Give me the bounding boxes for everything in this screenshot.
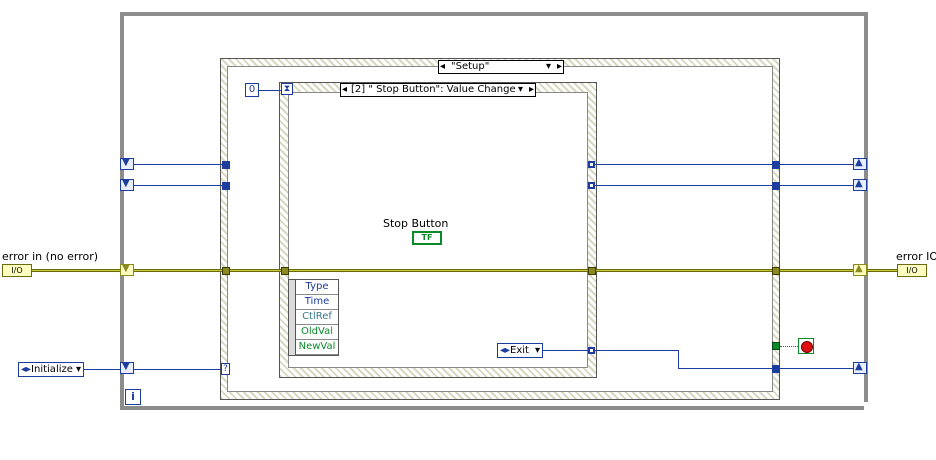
chevron-down-icon: ▼ <box>122 157 130 168</box>
shift-register-right-2[interactable]: ▲ <box>853 178 867 191</box>
event-data-item-ctlref[interactable]: CtlRef <box>296 310 338 325</box>
enum-arrows-icon: ◂▸ <box>21 364 32 375</box>
stop-boolean-tunnel[interactable] <box>772 342 780 350</box>
dropdown-arrow-icon[interactable]: ▾ <box>534 345 540 356</box>
shift-register-left-state[interactable]: ▼ <box>120 361 134 374</box>
initialize-enum-constant[interactable]: ◂▸Initialize ▾ <box>18 362 84 377</box>
decrement-arrow-icon[interactable]: ◂ <box>342 84 348 95</box>
chevron-down-icon: ▼ <box>122 178 130 189</box>
exit-wire-2 <box>595 350 679 351</box>
exit-wire-4 <box>678 368 853 369</box>
event-tunnel-right-2[interactable] <box>588 182 595 189</box>
chevron-down-icon: ▼ <box>122 361 130 372</box>
while-loop-gap <box>864 402 872 412</box>
event-selector[interactable]: ◂ [2] " Stop Button": Value Change ▾ ▸ <box>340 83 536 97</box>
case-tunnel-left-1[interactable] <box>222 161 230 169</box>
event-tunnel-error-left[interactable] <box>281 267 289 275</box>
timeout-wire <box>259 90 281 91</box>
stop-button-terminal[interactable]: TF <box>412 231 442 245</box>
stop-wire <box>780 346 798 347</box>
while-loop[interactable] <box>120 12 868 410</box>
error-wire-out <box>867 269 897 272</box>
chevron-up-icon: ▲ <box>855 361 863 372</box>
event-tunnel-error-right[interactable] <box>588 267 596 275</box>
error-out-label: error IO <box>896 250 936 263</box>
exit-enum-value: Exit <box>510 345 529 356</box>
chevron-up-icon: ▲ <box>855 157 863 168</box>
chevron-up-icon: ▲ <box>855 263 863 274</box>
shift-register-left-1[interactable]: ▼ <box>120 157 134 170</box>
exit-wire-1 <box>543 350 590 351</box>
event-tunnel-exit[interactable] <box>588 347 595 354</box>
event-data-items: Type Time CtlRef OldVal NewVal <box>295 280 338 355</box>
stop-sign-icon <box>801 341 813 353</box>
stop-button-label: Stop Button <box>383 217 449 230</box>
increment-arrow-icon[interactable]: ▸ <box>528 84 534 95</box>
event-data-item-type[interactable]: Type <box>296 280 338 295</box>
shift-register-right-1[interactable]: ▲ <box>853 157 867 170</box>
chevron-up-icon: ▲ <box>855 178 863 189</box>
dropdown-arrow-icon[interactable]: ▾ <box>545 61 551 72</box>
chevron-down-icon: ▼ <box>122 263 130 274</box>
enum-arrows-icon: ◂▸ <box>500 345 511 356</box>
dropdown-arrow-icon[interactable]: ▾ <box>517 84 523 95</box>
event-tunnel-right-1[interactable] <box>588 161 595 168</box>
event-data-item-oldval[interactable]: OldVal <box>296 325 338 340</box>
event-data-item-time[interactable]: Time <box>296 295 338 310</box>
error-wire-loop <box>134 269 853 272</box>
initialize-wire <box>84 369 120 370</box>
event-data-item-newval[interactable]: NewVal <box>296 340 338 355</box>
wire-row-1-left <box>134 164 224 165</box>
timeout-constant[interactable]: 0 <box>245 83 259 97</box>
hourglass-icon[interactable]: ⧗ <box>281 83 293 95</box>
case-selector-terminal[interactable]: ? <box>221 363 230 375</box>
shift-register-left-2[interactable]: ▼ <box>120 178 134 191</box>
error-wire-in <box>32 269 120 272</box>
exit-enum-constant[interactable]: ◂▸Exit ▾ <box>497 343 543 358</box>
shift-register-left-error[interactable]: ▼ <box>120 263 134 276</box>
event-selector-label: [2] " Stop Button": Value Change <box>351 84 516 95</box>
shift-register-right-state[interactable]: ▲ <box>853 361 867 374</box>
error-in-label: error in (no error) <box>2 250 99 263</box>
initialize-enum-value: Initialize <box>31 364 73 375</box>
stop-condition-icon[interactable] <box>798 338 814 354</box>
case-tunnel-error-left[interactable] <box>222 267 230 275</box>
case-tunnel-right-1[interactable] <box>772 161 780 169</box>
increment-arrow-icon[interactable]: ▸ <box>556 61 562 72</box>
wire-row-2-right <box>595 185 853 186</box>
case-selector-label: "Setup" <box>451 61 490 72</box>
decrement-arrow-icon[interactable]: ◂ <box>440 61 446 72</box>
case-tunnel-exit[interactable] <box>772 365 780 373</box>
case-tunnel-error-right[interactable] <box>772 267 780 275</box>
wire-row-1-right <box>595 164 853 165</box>
case-selector[interactable]: ◂ "Setup" ▾ ▸ <box>438 60 564 74</box>
wire-row-2-left <box>134 185 224 186</box>
case-tunnel-right-2[interactable] <box>772 182 780 190</box>
error-in-terminal[interactable]: I/O <box>2 264 32 277</box>
shift-register-right-error[interactable]: ▲ <box>853 263 867 276</box>
case-tunnel-left-2[interactable] <box>222 182 230 190</box>
dropdown-arrow-icon[interactable]: ▾ <box>75 364 81 375</box>
error-out-terminal[interactable]: I/O <box>897 264 927 277</box>
iteration-terminal[interactable]: i <box>125 389 141 405</box>
exit-wire-3 <box>678 350 679 369</box>
state-wire-in <box>134 369 222 370</box>
